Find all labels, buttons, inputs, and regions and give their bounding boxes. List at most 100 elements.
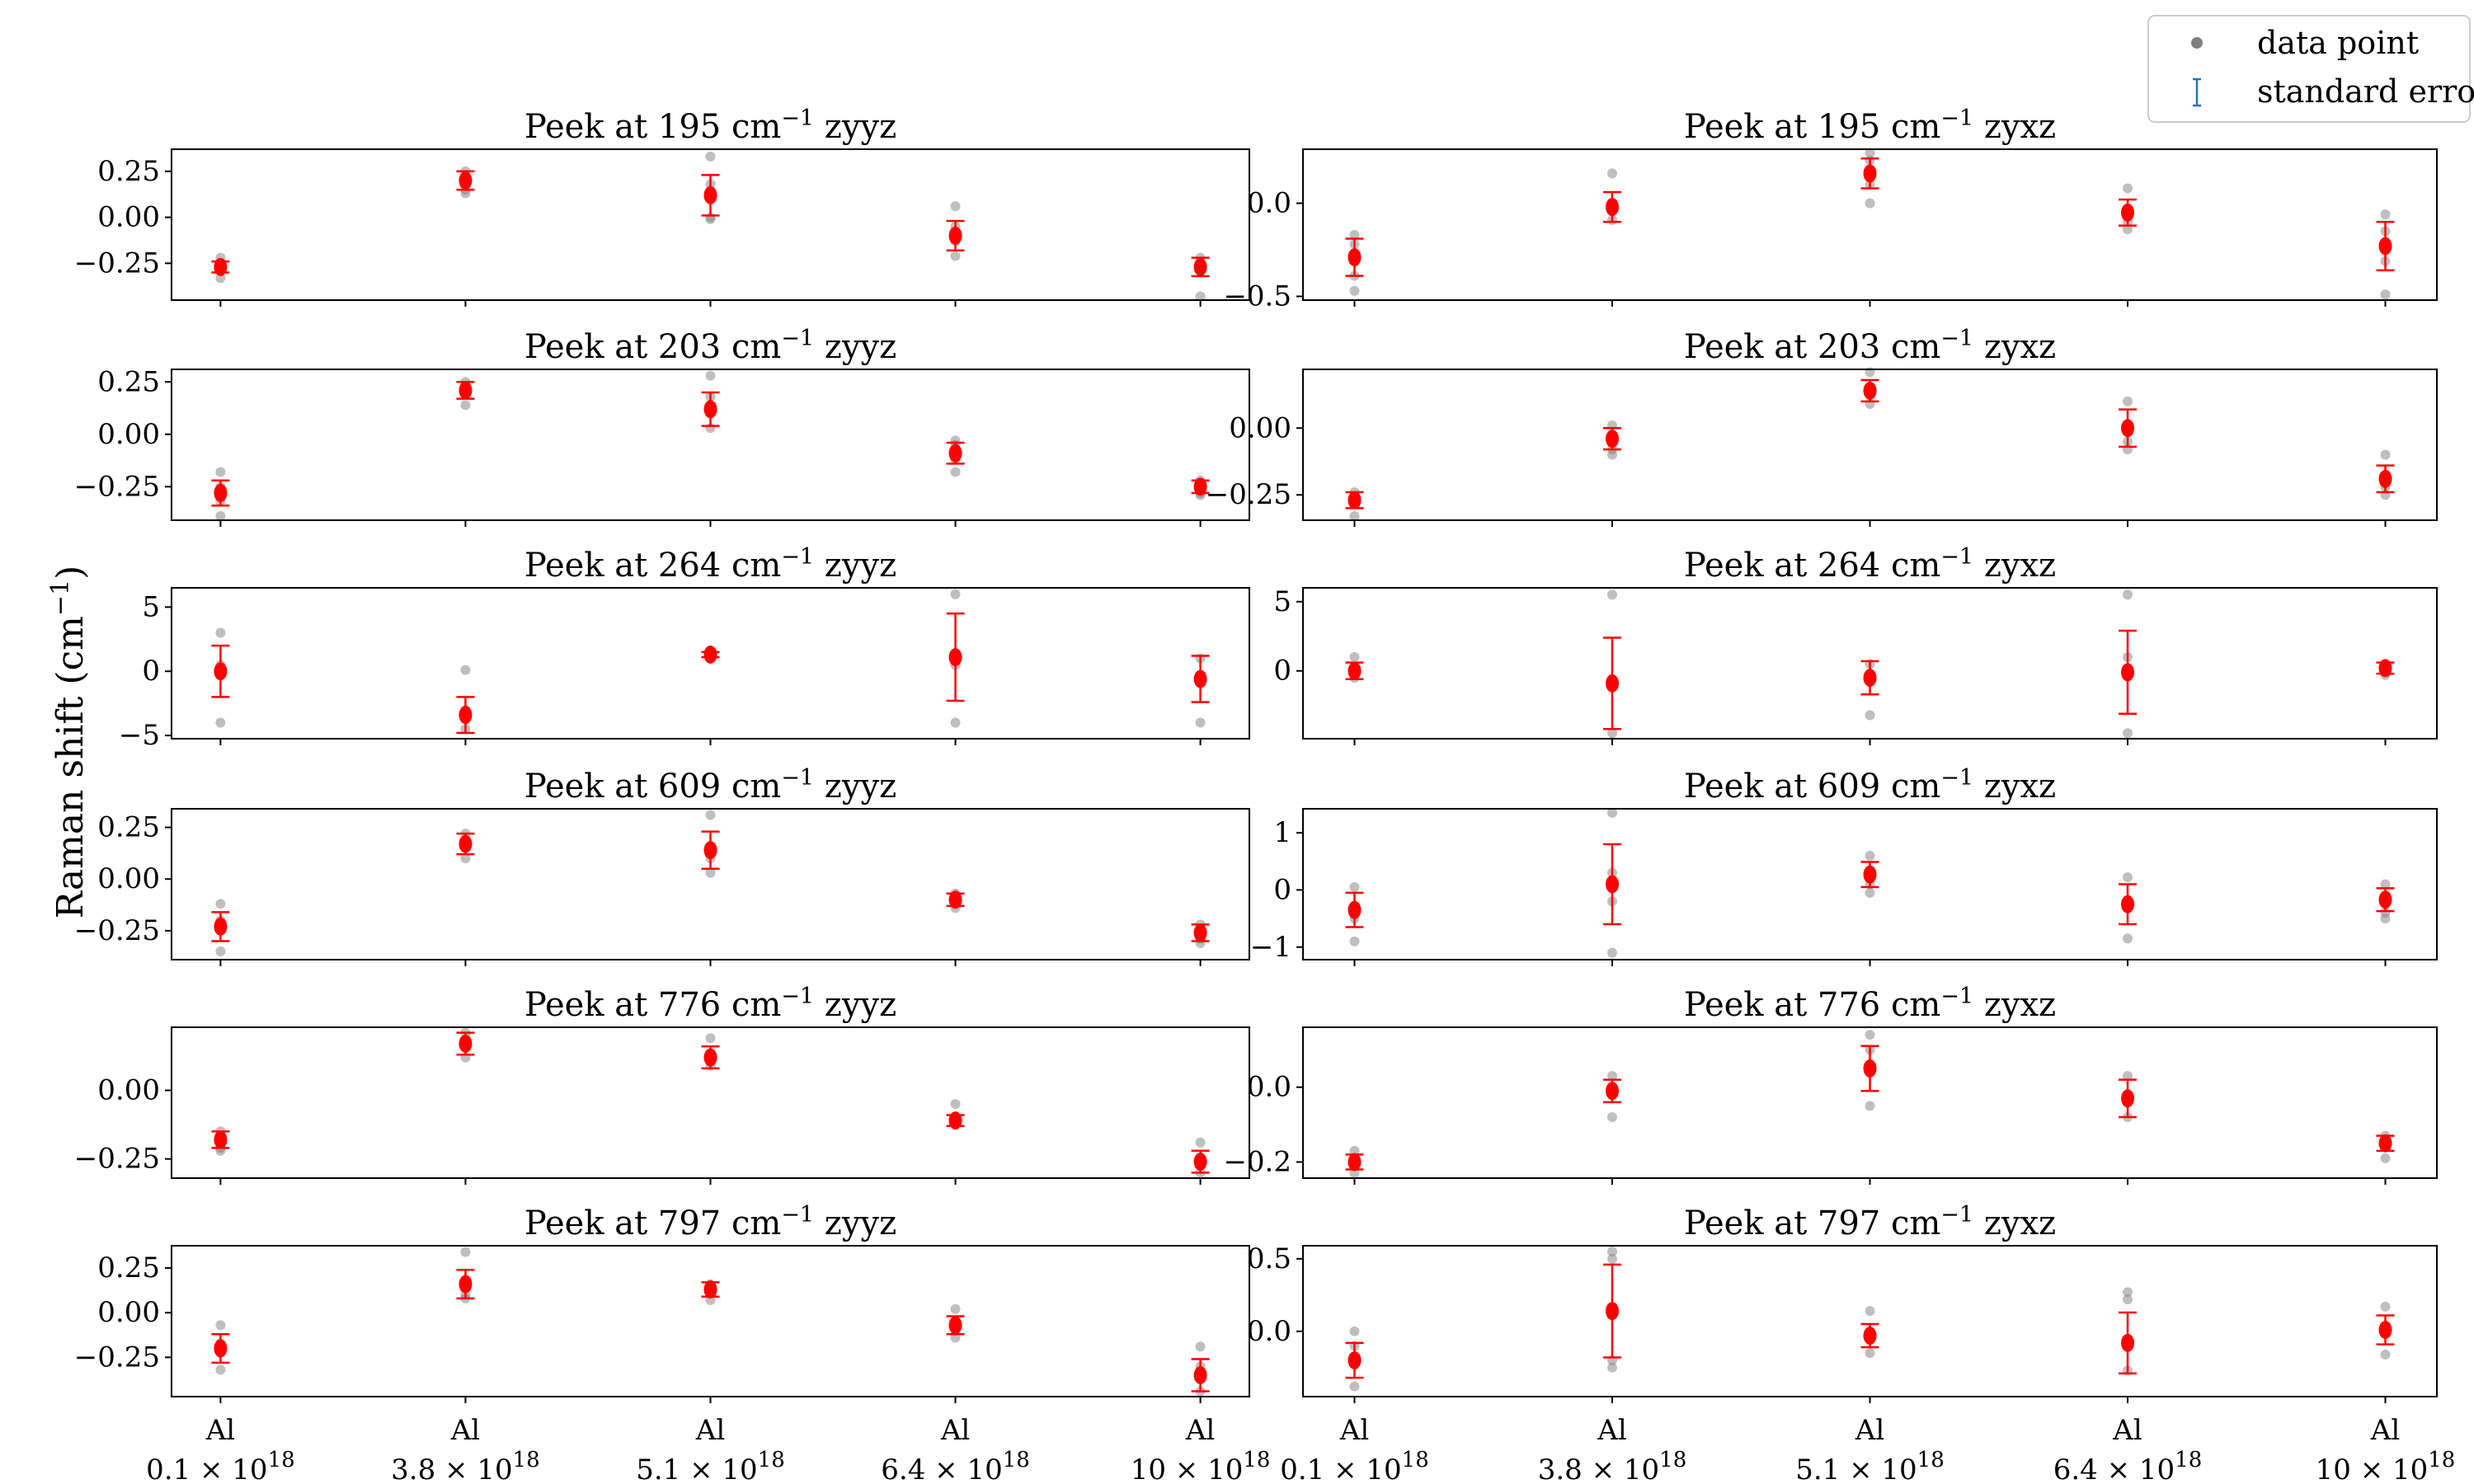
concentration-mantissa: 5.1 × 10 xyxy=(1795,1453,1917,1484)
data-point xyxy=(215,717,226,728)
mean-point xyxy=(2121,203,2134,222)
concentration-exponent: 18 xyxy=(2428,1448,2455,1472)
data-point xyxy=(2380,449,2391,460)
subplot-title: Peek at 776 cm−1 zyxz xyxy=(1684,984,2056,1025)
mean-point xyxy=(1193,257,1207,276)
axes-frame xyxy=(171,148,1250,301)
y-tick-label: 5 xyxy=(142,590,160,623)
y-tick-label: 5 xyxy=(1273,585,1291,618)
data-point xyxy=(950,467,961,477)
title-polarization: zyyz xyxy=(814,768,896,805)
data-point xyxy=(1607,728,1617,739)
title-superscript: −1 xyxy=(781,765,814,791)
title-polarization: zyyz xyxy=(814,986,896,1024)
data-point xyxy=(1865,148,1875,158)
subplot-title: Peek at 776 cm−1 zyyz xyxy=(524,984,896,1025)
concentration-mantissa: 10 × 10 xyxy=(1131,1453,1244,1484)
mean-point xyxy=(1348,1153,1362,1172)
legend-label-data-point: data point xyxy=(2257,25,2419,61)
mean-point xyxy=(1193,1366,1207,1385)
mean-point xyxy=(2378,1134,2392,1153)
y-tick-label: 0.00 xyxy=(1229,411,1291,444)
mean-point xyxy=(703,841,717,860)
data-point xyxy=(1349,1381,1360,1392)
title-polarization: zyxz xyxy=(1973,108,2056,146)
data-point xyxy=(1349,651,1360,662)
axes-frame xyxy=(1302,148,2438,301)
y-tick-label: 0.00 xyxy=(97,418,160,451)
concentration-mantissa: 6.4 × 10 xyxy=(2053,1453,2175,1484)
data-point xyxy=(1607,589,1617,600)
y-tick-label: −0.25 xyxy=(74,914,160,947)
data-point xyxy=(1349,1168,1360,1179)
mean-point xyxy=(1863,1327,1877,1345)
data-point xyxy=(1865,1030,1875,1040)
data-point xyxy=(1195,1137,1206,1148)
subplot-zyyz-5: Peek at 797 cm−1 zyyz−0.250.000.25Al0.1 … xyxy=(74,1202,1271,1484)
data-point xyxy=(1195,291,1206,302)
y-tick-label: −1 xyxy=(1250,931,1291,964)
subplot-title: Peek at 264 cm−1 zyxz xyxy=(1684,544,2056,585)
x-tick-label-element: Al xyxy=(450,1414,480,1447)
mean-point xyxy=(703,645,717,664)
data-point xyxy=(2380,1301,2391,1312)
data-point xyxy=(950,1332,961,1343)
title-polarization: zyyz xyxy=(814,547,896,585)
y-tick-label: 0.25 xyxy=(97,1252,160,1284)
y-label-text: Raman shift (cm xyxy=(49,616,92,918)
data-point xyxy=(1865,198,1875,209)
mean-point xyxy=(459,1275,473,1294)
mean-point xyxy=(948,1316,962,1335)
x-tick-label-element: Al xyxy=(1339,1414,1369,1447)
data-point xyxy=(1607,807,1617,818)
title-polarization: zyyz xyxy=(814,1205,896,1242)
data-point xyxy=(1349,229,1360,240)
y-tick-label: 0.00 xyxy=(97,1074,160,1107)
subplot-title: Peek at 609 cm−1 zyxz xyxy=(1684,765,2056,806)
title-text: Peek at 195 cm xyxy=(1684,108,1940,146)
data-point xyxy=(950,589,961,599)
data-point xyxy=(950,201,961,212)
y-tick-label: −0.25 xyxy=(74,247,160,279)
data-point xyxy=(1865,887,1875,898)
y-tick-label: 0.00 xyxy=(97,862,160,895)
data-point xyxy=(705,1033,716,1044)
mean-point xyxy=(214,1339,228,1358)
data-point xyxy=(460,1247,471,1257)
mean-point xyxy=(459,1034,473,1053)
mean-point xyxy=(1863,669,1877,688)
data-point xyxy=(1865,1101,1875,1111)
subplot-title: Peek at 609 cm−1 zyyz xyxy=(524,765,896,806)
x-tick-label-element: Al xyxy=(2112,1414,2142,1447)
data-point xyxy=(1865,1306,1875,1317)
data-point xyxy=(215,1320,226,1331)
concentration-exponent: 18 xyxy=(1402,1448,1429,1472)
data-point xyxy=(1865,1348,1875,1359)
data-point xyxy=(950,717,961,728)
axes-frame xyxy=(171,587,1250,740)
mean-point xyxy=(1348,248,1362,267)
title-superscript: −1 xyxy=(1940,765,1973,791)
data-point xyxy=(1607,1071,1617,1082)
mean-point xyxy=(2378,1321,2392,1340)
data-point xyxy=(1607,1253,1617,1264)
title-polarization: zyxz xyxy=(1973,1205,2056,1242)
axes-frame xyxy=(1302,808,2438,960)
data-point xyxy=(215,273,226,284)
axes-frame xyxy=(1302,369,2438,521)
data-point xyxy=(705,370,716,381)
title-polarization: zyyz xyxy=(814,108,896,146)
y-tick-label: 0.25 xyxy=(97,155,160,188)
title-superscript: −1 xyxy=(1940,544,1973,570)
y-label-superscript: −1 xyxy=(46,580,75,616)
subplot-zyxz-3: Peek at 609 cm−1 zyxz−101 xyxy=(1250,765,2438,966)
x-tick-label-element: Al xyxy=(1855,1414,1884,1447)
mean-point xyxy=(703,1048,717,1067)
mean-point xyxy=(2121,1089,2134,1108)
subplot-title: Peek at 195 cm−1 zyxz xyxy=(1684,106,2056,147)
subplot-zyyz-1: Peek at 203 cm−1 zyyz−0.250.000.25 xyxy=(74,326,1250,527)
concentration-mantissa: 5.1 × 10 xyxy=(636,1453,757,1484)
